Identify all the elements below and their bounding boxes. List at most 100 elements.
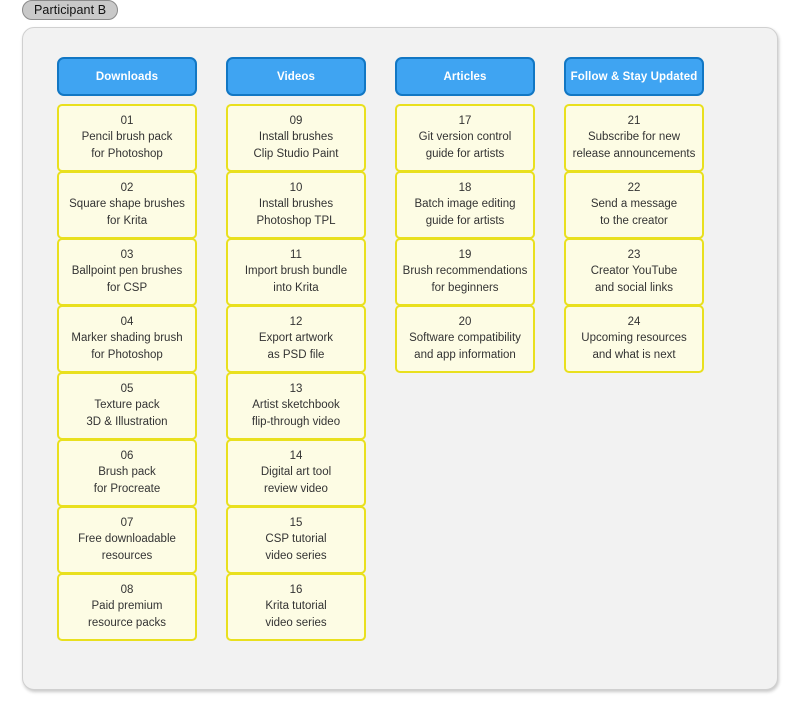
card-text-line: Artist sketchbook [252, 399, 340, 411]
card-number: 11 [290, 249, 302, 261]
card-text-line: for beginners [431, 281, 499, 294]
card-text-line: Creator YouTube [590, 265, 678, 277]
card-text-line: flip-through video [251, 415, 341, 428]
card-text-line: and social links [595, 281, 673, 294]
participant-label: Participant B [22, 0, 119, 20]
card-number: 24 [627, 316, 641, 328]
card-number: 02 [120, 182, 134, 194]
card-number: 14 [289, 450, 303, 462]
card-number: 09 [289, 115, 303, 127]
card-text-line: Brush pack [98, 466, 156, 478]
card-text-line: Send a message [590, 198, 678, 210]
card-text-line: Software compatibility [409, 332, 521, 344]
card-number: 20 [458, 316, 472, 328]
card-number: 12 [289, 316, 303, 328]
card-text-line: Krita tutorial [265, 600, 327, 612]
card-text-line: resources [101, 549, 153, 562]
card-text-line: release announcements [572, 147, 696, 160]
card-text-line: Square shape brushes [69, 198, 185, 210]
card-number: 18 [458, 182, 472, 194]
card-text-line: for Photoshop [91, 348, 163, 361]
card-number: 10 [289, 182, 303, 194]
card-text-line: 3D & Illustration [86, 415, 168, 428]
card-number: 04 [120, 316, 134, 328]
card-text-line: CSP tutorial [265, 533, 327, 545]
card-text-line: Texture pack [94, 399, 160, 411]
card-text-line: Import brush bundle [244, 265, 348, 277]
card-number: 16 [289, 584, 303, 596]
card-number: 21 [627, 115, 641, 127]
card-text-line: Subscribe for new [587, 131, 681, 143]
card-number: 19 [458, 249, 472, 261]
column-header-button[interactable]: Follow & Stay Updated [564, 57, 704, 96]
card-text-line: Brush recommendations [402, 265, 528, 277]
card-text-line: for CSP [106, 281, 148, 294]
column-header-button[interactable]: Downloads [57, 57, 197, 96]
card-text-line: Paid premium [91, 600, 163, 612]
card-number: 17 [458, 115, 472, 127]
card-text-line: resource packs [88, 616, 166, 629]
card-text-line: Clip Studio Paint [253, 147, 339, 160]
card-number: 22 [627, 182, 641, 194]
card-text-line: Install brushes [258, 198, 334, 210]
card-text-line: Ballpoint pen brushes [71, 265, 183, 277]
column-header-button[interactable]: Articles [395, 57, 535, 96]
card-number: 06 [120, 450, 134, 462]
card-number: 01 [120, 115, 134, 127]
column-header-button[interactable]: Videos [226, 57, 366, 96]
card-text-line: and what is next [592, 348, 676, 361]
card-text-line: to the creator [600, 214, 668, 227]
card-text-line: as PSD file [267, 348, 325, 361]
card-text-line: Batch image editing [414, 198, 516, 210]
card-text-line: for Procreate [93, 482, 161, 495]
card-number: 23 [627, 249, 641, 261]
card-text-line: Free downloadable [78, 533, 176, 545]
card-text-line: Pencil brush pack [81, 131, 173, 143]
card-number: 05 [120, 383, 134, 395]
card-text-line: and app information [414, 348, 516, 361]
card-text-line: Marker shading brush [71, 332, 183, 344]
card-text-line: guide for artists [425, 147, 505, 160]
card-text-line: Install brushes [258, 131, 334, 143]
card-number: 13 [289, 383, 303, 395]
card-number: 08 [120, 584, 134, 596]
card-text-line: Digital art tool [260, 466, 332, 478]
card-text-line: review video [264, 482, 328, 495]
card-text-line: Git version control [418, 131, 512, 143]
card-number: 15 [289, 517, 303, 529]
card-text-line: Photoshop TPL [256, 214, 336, 227]
card-text-line: Export artwork [258, 332, 334, 344]
